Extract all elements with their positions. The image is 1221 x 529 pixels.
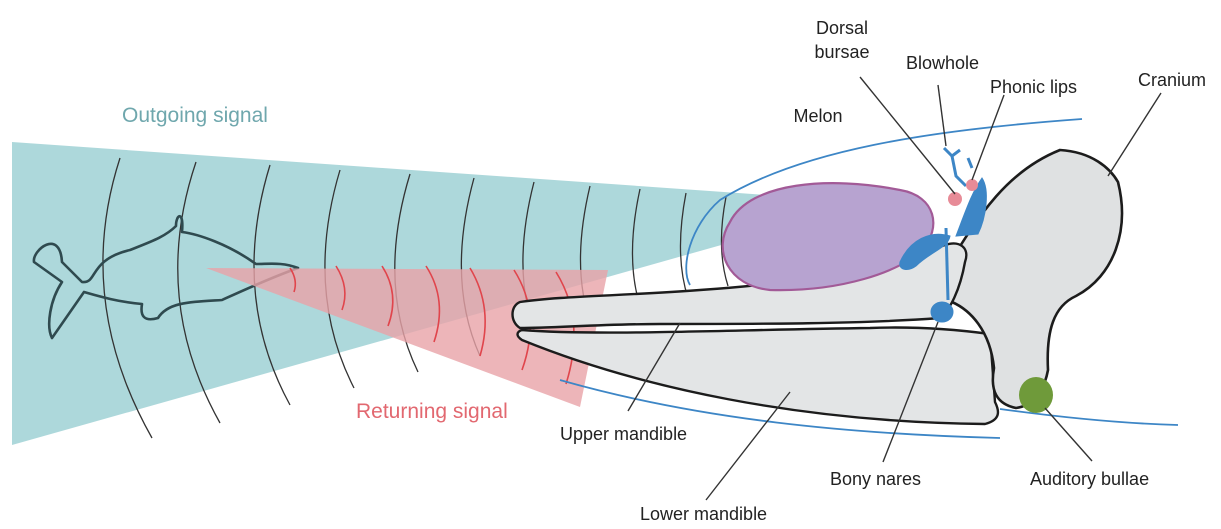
phonic-lips-label: Phonic lips — [990, 77, 1077, 97]
dorsal-bursae-label-line1: Dorsal — [816, 18, 868, 38]
bony-nares-label: Bony nares — [830, 469, 921, 489]
returning-signal-label: Returning signal — [356, 400, 508, 423]
blowhole-label: Blowhole — [906, 53, 979, 73]
lower-mandible-shape — [518, 327, 998, 424]
outgoing-signal-label: Outgoing signal — [122, 104, 268, 127]
melon-label: Melon — [793, 106, 842, 126]
upper-mandible-label: Upper mandible — [560, 424, 687, 444]
dorsal-bursae-label-line2: bursae — [814, 42, 869, 62]
auditory-bullae-label: Auditory bullae — [1030, 469, 1149, 489]
auditory-bullae-shape — [1019, 377, 1053, 413]
lower-mandible-label: Lower mandible — [640, 504, 767, 524]
cranium-label: Cranium — [1138, 70, 1206, 90]
